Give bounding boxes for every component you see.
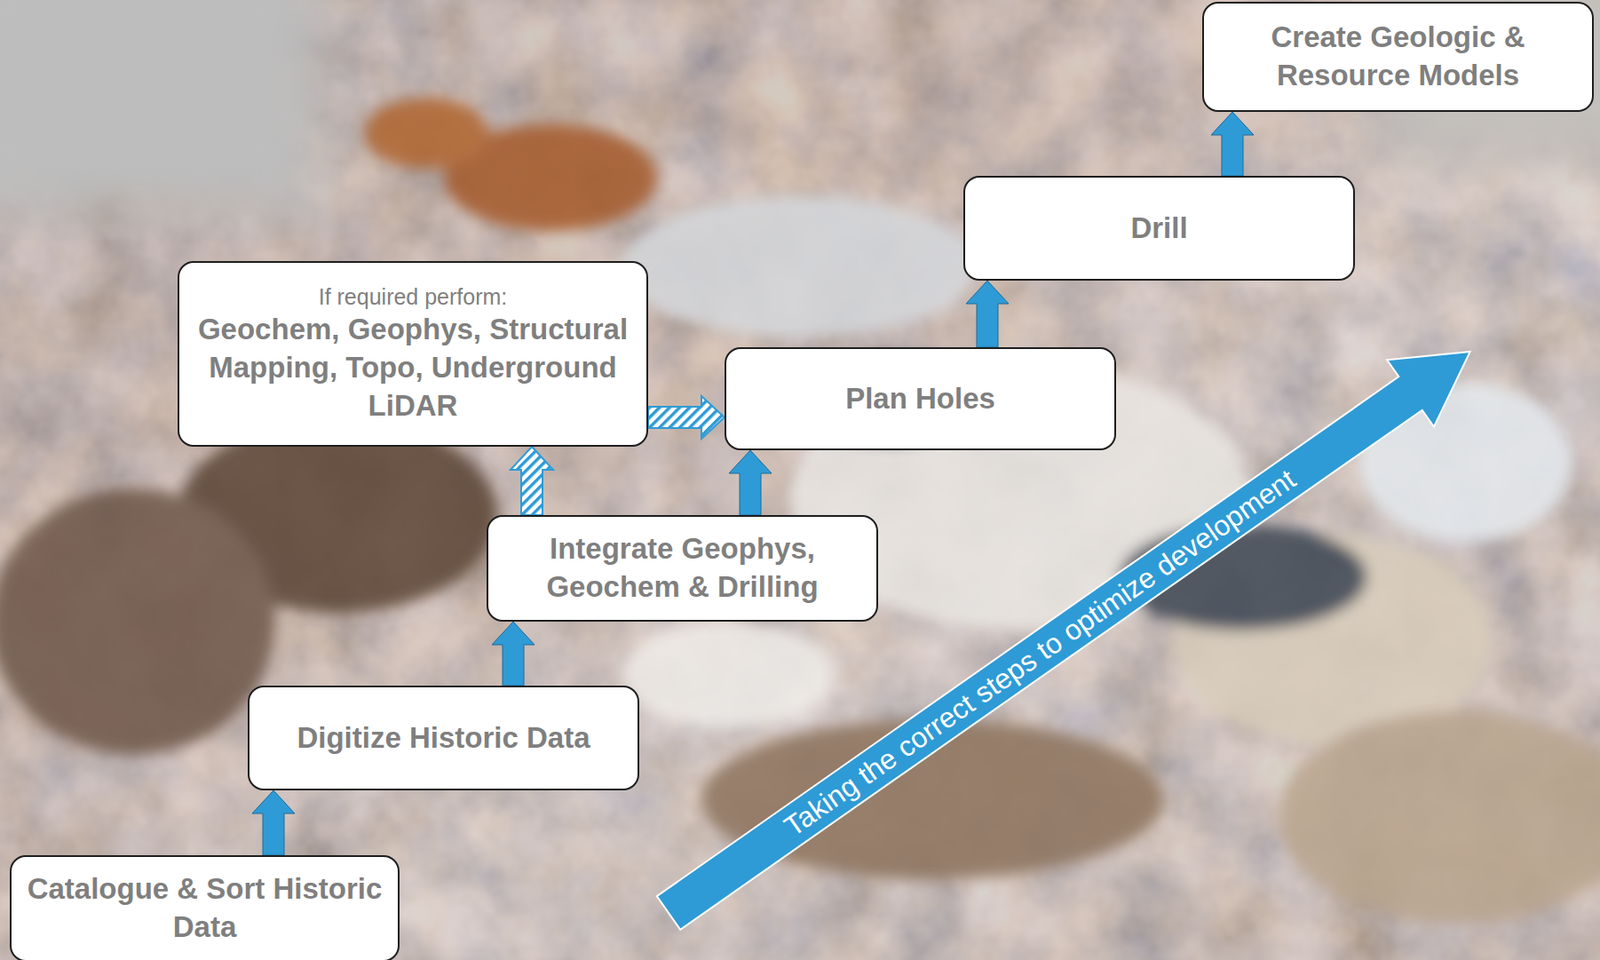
box-text: Create Geologic & Resource Models xyxy=(1216,18,1580,96)
process-box: Digitize Historic Data xyxy=(247,685,640,791)
process-box: Catalogue & Sort Historic Data xyxy=(9,855,400,960)
progress-arrow xyxy=(645,317,1494,946)
process-box: Integrate Geophys, Geochem & Drilling xyxy=(486,514,879,622)
box-text: Plan Holes xyxy=(845,380,996,419)
box-text: Drill xyxy=(1130,209,1188,248)
flow-arrow xyxy=(491,621,535,686)
process-box: Create Geologic & Resource Models xyxy=(1202,1,1594,112)
flow-arrow xyxy=(728,450,772,515)
box-text: Catalogue & Sort Historic Data xyxy=(23,870,386,947)
flow-arrow xyxy=(252,790,295,856)
box-text: Integrate Geophys, Geochem & Drilling xyxy=(500,530,864,607)
process-box: If required perform:Geochem, Geophys, St… xyxy=(177,261,649,447)
flow-arrow xyxy=(966,280,1009,348)
box-text: Digitize Historic Data xyxy=(296,719,590,758)
optional-arrow xyxy=(510,446,554,515)
process-box: Drill xyxy=(963,175,1355,281)
flow-arrow xyxy=(1211,111,1254,176)
box-heading: If required perform: xyxy=(318,283,508,311)
box-text: Geochem, Geophys, Structural Mapping, To… xyxy=(191,310,634,426)
process-box: Plan Holes xyxy=(724,347,1117,451)
optional-arrow xyxy=(648,396,725,439)
